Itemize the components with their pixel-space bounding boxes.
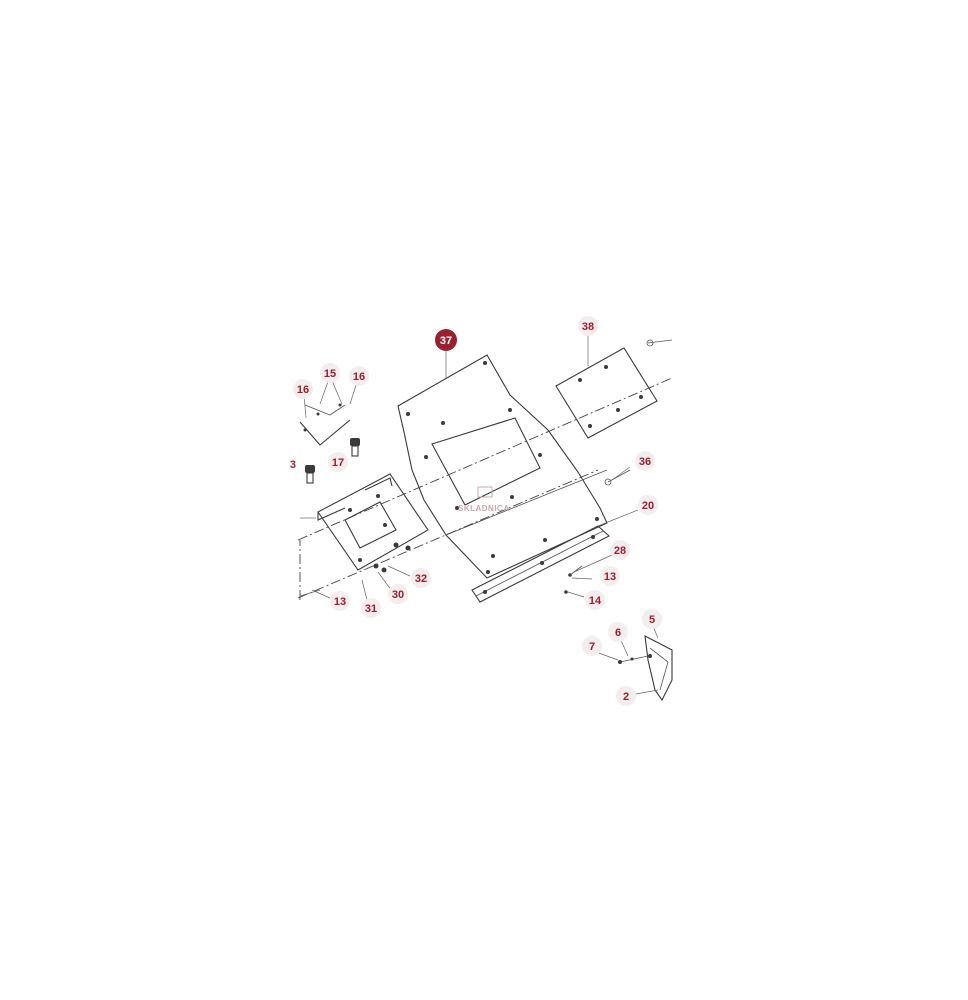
callout-17: 17 [328,452,348,472]
watermark-text: SKLADNICA [458,504,510,513]
screws [299,469,631,597]
callout-16a: 16 [293,379,313,399]
callout-16b: 16 [349,366,369,386]
callout-13b: 13 [330,591,350,611]
callout-label-36: 36 [639,456,651,468]
callout-label-14: 14 [589,595,602,607]
callout-label-16a: 16 [297,384,309,396]
callout-3: 3 [290,459,296,471]
callout-label-30: 30 [392,589,404,601]
callout-label-2: 2 [623,691,629,703]
callout-label-16b: 16 [353,371,365,383]
callout-36: 36 [635,451,655,471]
callout-14: 14 [585,590,605,610]
plate-part-38 [555,339,673,439]
callout-label-20: 20 [642,500,654,512]
callout-13a: 13 [600,566,620,586]
housing-part-5 [618,635,673,702]
callout-31: 31 [361,598,381,618]
callout-label-28: 28 [614,545,626,557]
callout-label-31: 31 [365,603,377,615]
bolts-part-17 [305,438,360,484]
callout-38: 38 [578,316,598,336]
callout-label-3: 3 [290,459,296,471]
callout-15: 15 [320,363,340,383]
callout-6: 6 [608,622,628,642]
bracket-plate [317,473,429,573]
callout-label-7: 7 [589,641,595,653]
callout-28: 28 [610,540,630,560]
callout-5: 5 [642,609,662,629]
callout-label-15: 15 [324,368,336,380]
leader-lines [303,334,659,695]
callout-label-13a: 13 [604,571,616,583]
watermark: SKLADNICA [458,486,510,513]
callout-label-17: 17 [332,457,344,469]
callout-label-13b: 13 [334,596,346,608]
callout-label-32: 32 [415,573,427,585]
callout-label-5: 5 [649,614,655,626]
panel-part-37 [397,354,608,579]
callout-label-38: 38 [582,321,594,333]
callout-30: 30 [388,584,408,604]
center-lines [297,377,673,600]
callout-32: 32 [411,568,431,588]
callout-2: 2 [616,686,636,706]
callout-37: 37 [435,329,457,351]
callout-label-6: 6 [615,627,621,639]
strip-part-20 [471,525,610,603]
callout-7: 7 [582,636,602,656]
callout-20: 20 [638,495,658,515]
hinge-part-15 [299,403,351,446]
callout-label-37: 37 [440,335,452,347]
